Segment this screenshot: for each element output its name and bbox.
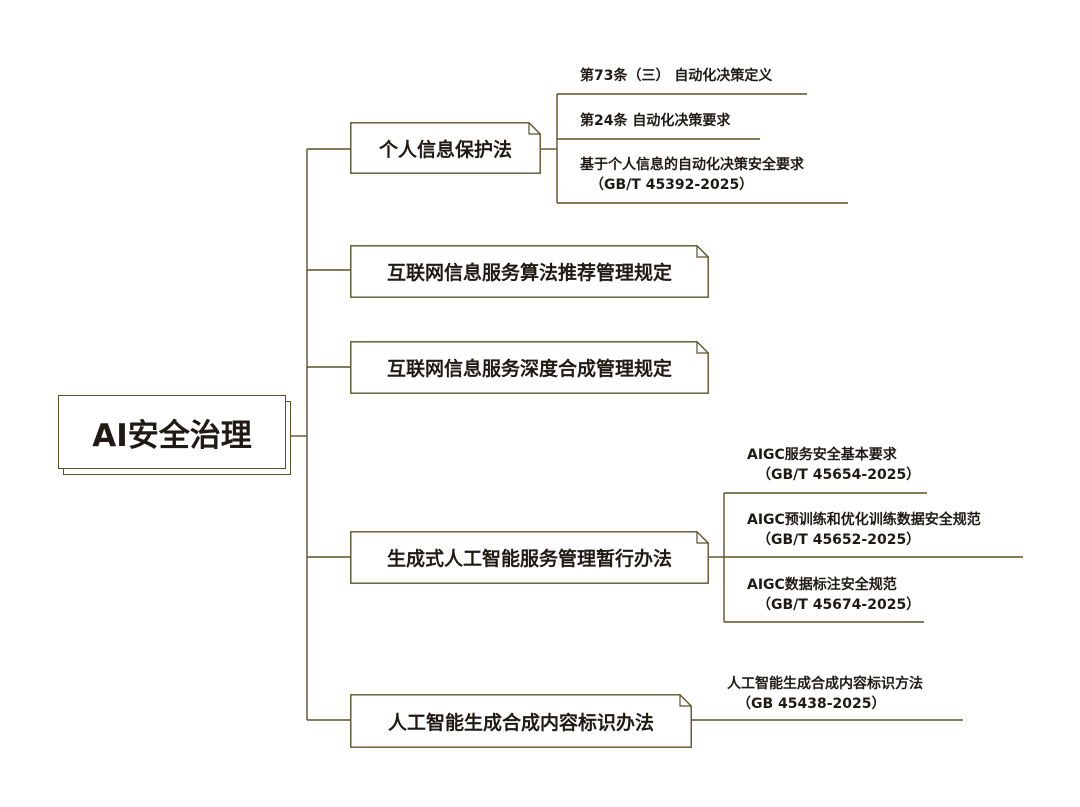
branch-node-algorithm-recommendation: 互联网信息服务算法推荐管理规定 (350, 245, 709, 298)
root-node: AI安全治理 (58, 395, 286, 469)
leaf-gbt-45392: 基于个人信息的自动化决策安全要求 （GB/T 45392-2025） (580, 155, 804, 195)
leaf-gb-45438: 人工智能生成合成内容标识方法 （GB 45438-2025） (727, 674, 923, 714)
branch-node-generative-ai: 生成式人工智能服务管理暂行办法 (350, 531, 709, 584)
leaf-title: 第73条（三） 自动化决策定义 (580, 68, 773, 84)
root-label: AI安全治理 (92, 417, 252, 454)
leaf-article-24: 第24条 自动化决策要求 (580, 111, 730, 131)
branch-node-deep-synthesis: 互联网信息服务深度合成管理规定 (350, 341, 709, 394)
leaf-title: 人工智能生成合成内容标识方法 (727, 676, 923, 692)
leaf-gbt-45654: AIGC服务安全基本要求 （GB/T 45654-2025） (747, 445, 920, 485)
leaf-title: AIGC预训练和优化训练数据安全规范 (747, 512, 981, 528)
note-frame (350, 694, 692, 748)
branch-label: 互联网信息服务深度合成管理规定 (386, 358, 672, 380)
branch-label: 人工智能生成合成内容标识办法 (387, 711, 654, 734)
leaf-standard-code: （GB 45438-2025） (737, 696, 886, 712)
leaf-article-73: 第73条（三） 自动化决策定义 (580, 66, 772, 86)
leaf-standard-code: （GB/T 45674-2025） (757, 597, 921, 613)
note-frame (350, 245, 709, 298)
leaf-gbt-45652: AIGC预训练和优化训练数据安全规范 （GB/T 45652-2025） (747, 510, 981, 550)
note-frame (350, 531, 709, 584)
leaf-title: 基于个人信息的自动化决策安全要求 (580, 157, 804, 173)
leaf-title: 第24条 自动化决策要求 (580, 113, 731, 129)
leaf-standard-code: （GB/T 45652-2025） (757, 532, 921, 548)
branch-label: 互联网信息服务算法推荐管理规定 (386, 262, 672, 284)
branch-node-pipl: 个人信息保护法 (350, 122, 541, 174)
note-frame (350, 122, 541, 174)
leaf-standard-code: （GB/T 45392-2025） (590, 177, 754, 193)
leaf-standard-code: （GB/T 45654-2025） (757, 467, 921, 483)
leaf-title: AIGC数据标注安全规范 (747, 577, 897, 593)
leaf-title: AIGC服务安全基本要求 (747, 447, 897, 463)
branch-node-content-labeling: 人工智能生成合成内容标识办法 (350, 694, 692, 748)
branch-label: 生成式人工智能服务管理暂行办法 (386, 548, 672, 570)
leaf-gbt-45674: AIGC数据标注安全规范 （GB/T 45674-2025） (747, 575, 920, 615)
note-frame (350, 341, 709, 394)
branch-label: 个人信息保护法 (378, 138, 512, 161)
